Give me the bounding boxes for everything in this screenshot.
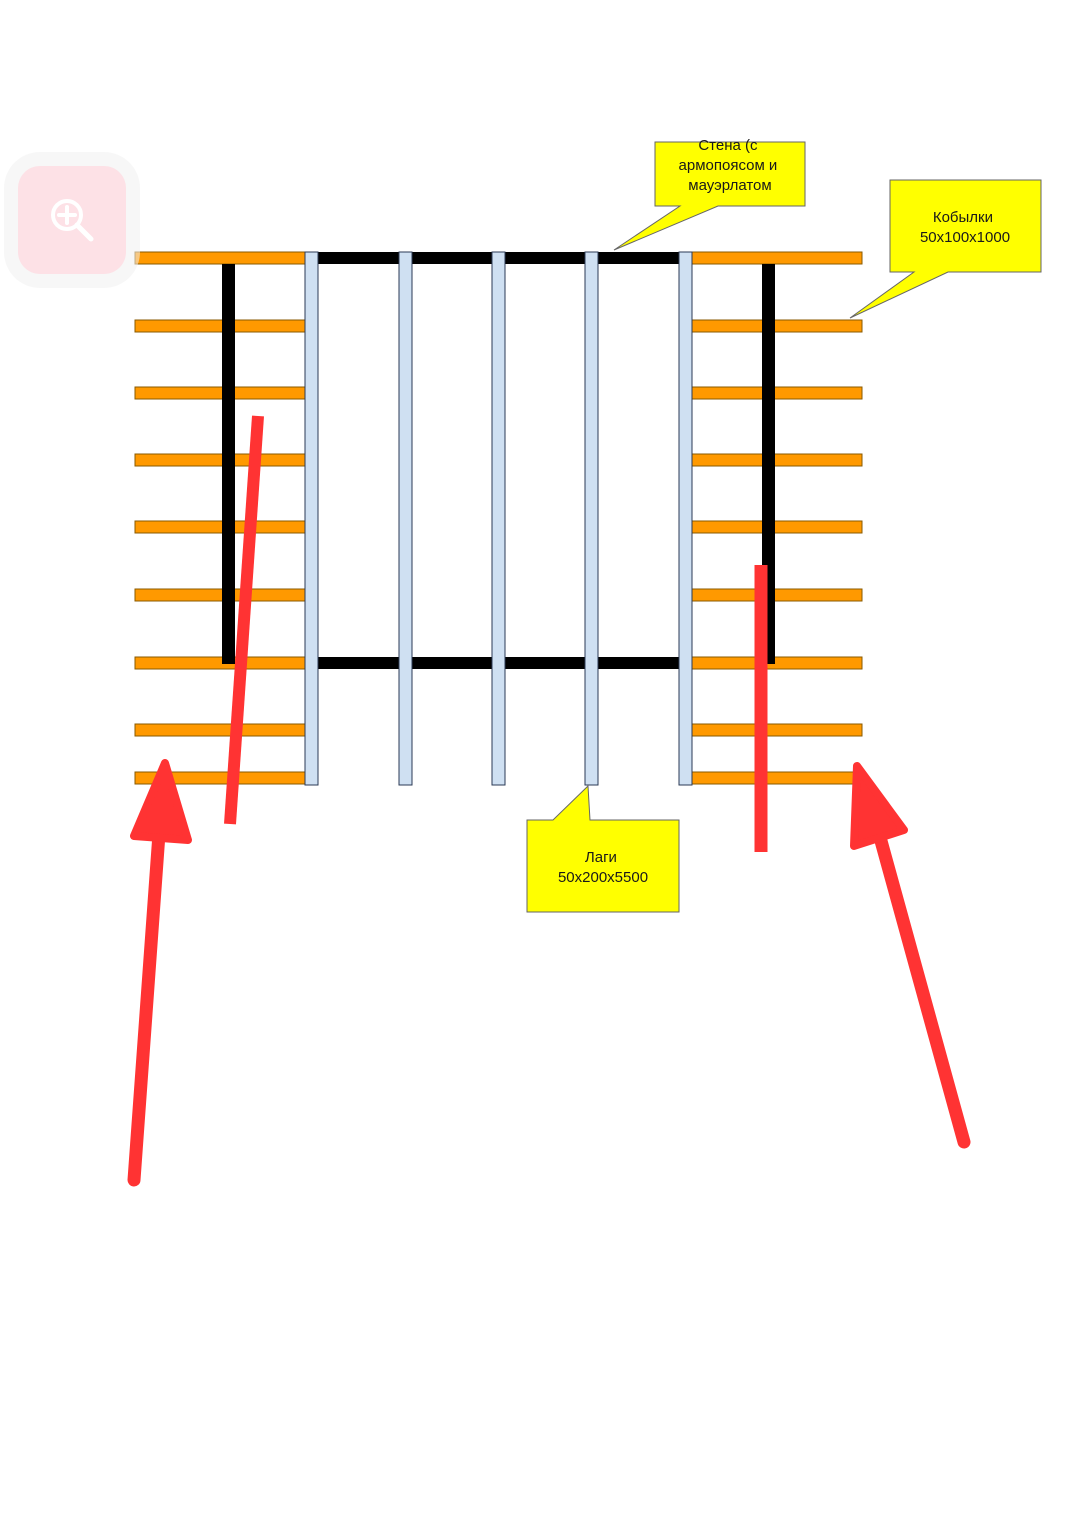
laga-3 xyxy=(491,251,506,786)
laga-2 xyxy=(398,251,413,786)
kobylki-left-group xyxy=(134,251,308,785)
kobylka-right-7 xyxy=(689,656,863,670)
callout-lagi-line-2: 50х200х5500 xyxy=(558,869,648,886)
callout-wall-box xyxy=(613,141,806,251)
kobylka-left-8 xyxy=(134,723,308,737)
wall-left xyxy=(222,264,235,664)
svg-text:Кобылки 50х100х1000: Кобылки 50х100х1000 xyxy=(920,209,1010,246)
kobylka-right-1 xyxy=(689,251,863,265)
kobylka-right-4 xyxy=(689,453,863,467)
red-annotations xyxy=(127,415,971,1187)
kobylka-right-2 xyxy=(689,319,863,333)
laga-5 xyxy=(678,251,693,786)
laga-4 xyxy=(584,251,599,786)
callout-lagi: Лаги 50х200х5500 xyxy=(526,784,680,913)
callout-kobylki-line-2: 50х100х1000 xyxy=(920,229,1010,246)
callout-wall-line-2: армопоясом и xyxy=(679,157,778,174)
kobylka-right-9 xyxy=(689,771,863,785)
kobylka-right-6 xyxy=(689,588,863,602)
wall-right xyxy=(762,264,775,664)
callout-kobylki-line-1: Кобылки xyxy=(933,209,993,226)
kobylka-left-1 xyxy=(134,251,308,265)
svg-text:Стена (с армопоясом и: Стена (с армопоясом и мауэрлатом xyxy=(679,137,782,194)
red-arrow-right-shaft xyxy=(871,823,971,1149)
callout-kobylki-box xyxy=(849,179,1042,319)
red-arrow-left-shaft xyxy=(127,813,167,1187)
red-arrow-right-head xyxy=(850,762,908,850)
callout-wall-line-3: мауэрлатом xyxy=(688,177,771,194)
svg-text:Лаги 50х200х5500: Лаги 50х200х5500 xyxy=(558,849,648,886)
kobylka-left-2 xyxy=(134,319,308,333)
lagi-group xyxy=(304,251,693,786)
kobylka-right-8 xyxy=(689,723,863,737)
callout-lagi-line-1: Лаги xyxy=(585,849,617,866)
kobylka-left-3 xyxy=(134,386,308,400)
callout-lagi-box xyxy=(526,784,680,913)
kobylka-left-5 xyxy=(134,520,308,534)
kobylki-right-group xyxy=(689,251,863,785)
callout-wall: Стена (с армопоясом и мауэрлатом xyxy=(613,137,806,251)
callout-wall-line-1: Стена (с xyxy=(698,137,758,154)
kobylka-right-5 xyxy=(689,520,863,534)
kobylka-right-3 xyxy=(689,386,863,400)
laga-1 xyxy=(304,251,319,786)
callout-kobylki: Кобылки 50х100х1000 xyxy=(849,179,1042,319)
kobylka-left-7 xyxy=(134,656,308,670)
zoom-in-icon xyxy=(51,199,94,242)
red-arrow-left-head xyxy=(130,759,192,844)
red-stroke-left xyxy=(224,415,264,825)
zoom-in-button[interactable] xyxy=(18,166,126,274)
kobylka-left-6 xyxy=(134,588,308,602)
kobylka-left-4 xyxy=(134,453,308,467)
